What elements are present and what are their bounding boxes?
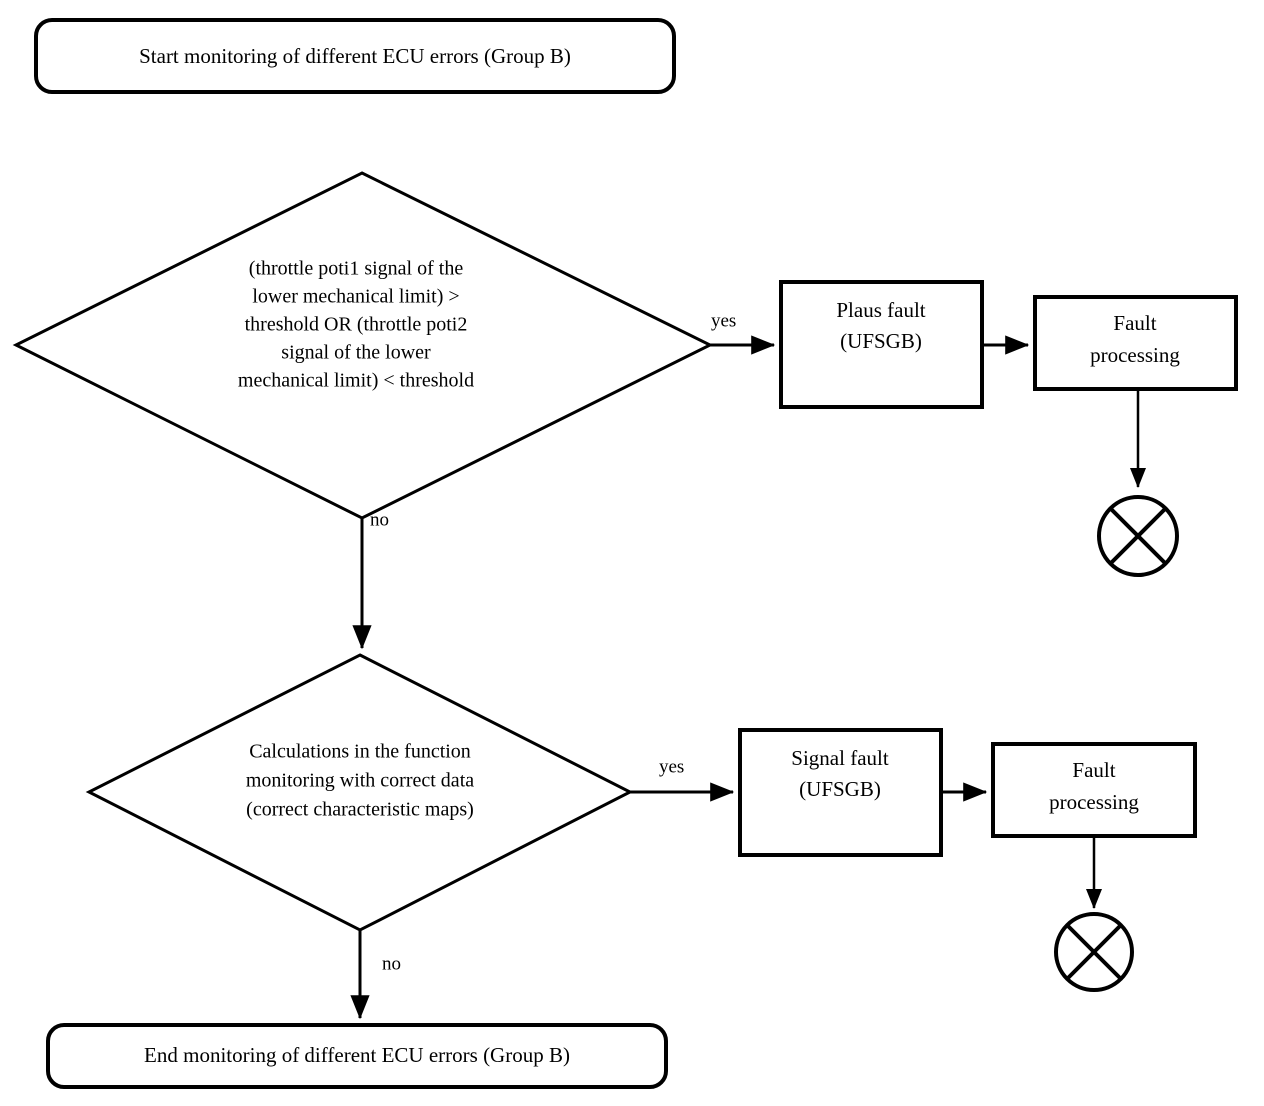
plaus-fault-line-2: (UFSGB) [840, 329, 922, 353]
edge-label-decision1-yes: yes [711, 310, 736, 331]
fault-processing-1-line-1: Fault [1113, 311, 1156, 335]
decision-2-line-1: Calculations in the function [249, 741, 471, 763]
signal-fault-line-2: (UFSGB) [799, 777, 881, 801]
signal-fault-shape [738, 728, 943, 857]
decision-1-line-3: threshold OR (throttle poti2 [245, 314, 468, 336]
edge-label-decision2-no: no [382, 953, 401, 974]
plaus-fault-line-1: Plaus fault [836, 298, 925, 322]
decision-2-line-3: (correct characteristic maps) [246, 799, 474, 821]
node-fault-processing-1[interactable]: Fault processing [1033, 295, 1238, 391]
stop-cross-1-b [1108, 506, 1168, 566]
decision-1-line-2: lower mechanical limit) > [252, 286, 459, 308]
fault-processing-1-line-2: processing [1090, 343, 1180, 367]
node-plaus-fault[interactable]: Plaus fault (UFSGB) [779, 280, 984, 409]
decision-1-line-1: (throttle poti1 signal of the [249, 258, 464, 280]
plaus-fault-shape [779, 280, 984, 409]
decision-1-line-4: signal of the lower [281, 342, 431, 364]
fault-processing-2-line-2: processing [1049, 790, 1139, 814]
decision-2-shape [85, 653, 634, 932]
stop-cross-2-b [1065, 923, 1123, 981]
fault-processing-1-shape [1033, 295, 1238, 391]
node-decision-1[interactable]: (throttle poti1 signal of the lower mech… [12, 171, 714, 520]
node-stop-symbol-2[interactable] [1054, 912, 1134, 992]
node-end[interactable]: End monitoring of different ECU errors (… [46, 1023, 668, 1089]
edge-label-decision1-no: no [370, 509, 389, 530]
end-label: End monitoring of different ECU errors (… [144, 1043, 570, 1067]
node-signal-fault[interactable]: Signal fault (UFSGB) [738, 728, 943, 857]
start-shape [34, 18, 676, 94]
start-label: Start monitoring of different ECU errors… [139, 44, 571, 68]
decision-2-line-2: monitoring with correct data [246, 770, 474, 792]
node-fault-processing-2[interactable]: Fault processing [991, 742, 1197, 838]
node-stop-symbol-1[interactable] [1097, 495, 1179, 577]
edge-label-decision2-yes: yes [659, 756, 684, 777]
fault-processing-2-line-1: Fault [1072, 758, 1115, 782]
signal-fault-line-1: Signal fault [791, 746, 889, 770]
decision-1-line-5: mechanical limit) < threshold [238, 370, 474, 392]
node-start[interactable]: Start monitoring of different ECU errors… [34, 18, 676, 94]
node-decision-2[interactable]: Calculations in the function monitoring … [85, 653, 634, 932]
end-shape [46, 1023, 668, 1089]
